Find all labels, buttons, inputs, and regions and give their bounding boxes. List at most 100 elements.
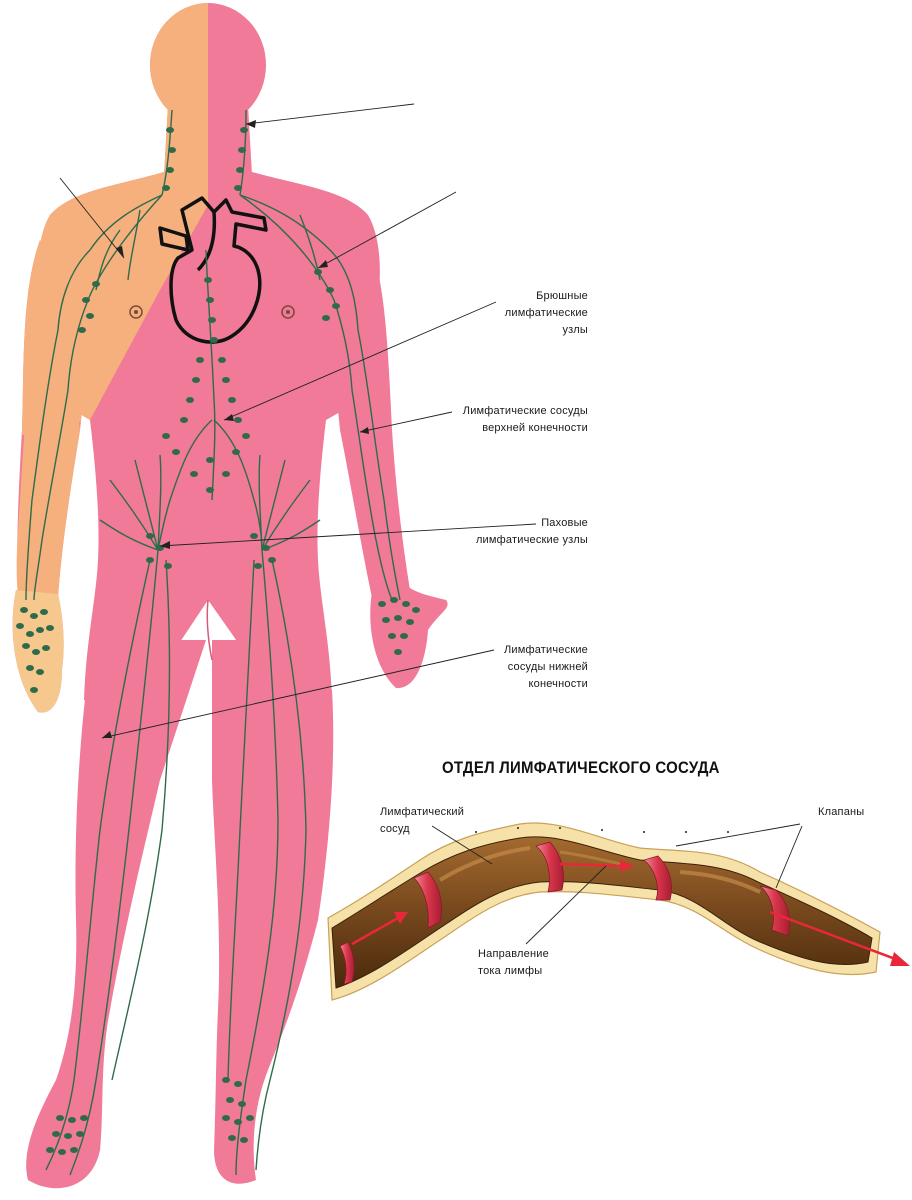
heart-outline <box>158 196 268 344</box>
lymph-vessel <box>69 549 159 1176</box>
lymph-node <box>222 1115 230 1121</box>
leader-arrowheads <box>102 120 369 738</box>
lymph-node <box>36 669 44 675</box>
lymph-node <box>46 1147 54 1153</box>
lymph-node <box>82 297 90 303</box>
lymph-node <box>236 167 244 173</box>
lymph-node <box>22 643 30 649</box>
lymph-node <box>394 615 402 621</box>
lymph-node <box>226 1097 234 1103</box>
lymph-node <box>222 1077 230 1083</box>
lymph-vessel <box>329 249 359 331</box>
lymph-vessel <box>127 209 141 281</box>
lymph-vessel <box>239 194 331 251</box>
lymph-node <box>332 303 340 309</box>
lymph-node <box>322 315 330 321</box>
lymph-node <box>92 281 100 287</box>
leader-lines <box>59 103 537 739</box>
lymph-vessel <box>57 249 91 331</box>
lymph-node <box>242 433 250 439</box>
lymph-node <box>80 1115 88 1121</box>
lymph-vessel <box>261 479 311 551</box>
lymph-node <box>208 317 216 323</box>
lymph-vessel <box>157 454 162 551</box>
lymph-node <box>240 1137 248 1143</box>
lymph-vessel <box>25 329 59 601</box>
lymph-node <box>186 397 194 403</box>
label-inguinal-lymph-nodes: Паховые лимфатические узлы <box>475 517 588 546</box>
lymph-node <box>162 185 170 191</box>
lymph-vessel <box>227 559 255 1081</box>
lymph-vessel <box>261 459 286 551</box>
label-abdominal-lymph-nodes: Брюшные лимфатические узлы <box>504 290 588 336</box>
lymph-node <box>26 665 34 671</box>
lymph-vessel <box>89 194 163 251</box>
lymph-node <box>16 623 24 629</box>
lymph-node <box>168 147 176 153</box>
lymph-node <box>196 357 204 363</box>
lymph-node <box>78 327 86 333</box>
lymph-node <box>234 1119 242 1125</box>
lymph-node <box>388 633 396 639</box>
lymph-node <box>382 617 390 623</box>
lymph-node <box>406 619 414 625</box>
lymph-vessel <box>258 454 263 551</box>
lymph-node <box>326 287 334 293</box>
label-lower-limb-lymph-vessels: Лимфатические сосуды нижней конечности <box>503 644 588 690</box>
lymph-vessel <box>333 299 353 391</box>
lymph-node <box>30 613 38 619</box>
lymph-node <box>20 607 28 613</box>
lymph-node <box>58 1149 66 1155</box>
lymph-node <box>166 127 174 133</box>
lymph-node <box>238 1101 246 1107</box>
lymph-vessel <box>33 389 69 601</box>
lymph-vessel <box>109 479 159 551</box>
lymph-node <box>36 627 44 633</box>
lymph-node <box>172 449 180 455</box>
lymph-node <box>228 1135 236 1141</box>
lymph-node <box>234 1081 242 1087</box>
lymph-node <box>32 649 40 655</box>
lymph-node <box>162 433 170 439</box>
lymph-node <box>146 533 154 539</box>
lymph-vessel <box>205 249 216 501</box>
lymph-node <box>218 357 226 363</box>
lymph-node <box>180 417 188 423</box>
lymph-node <box>164 563 172 569</box>
lymph-node <box>402 601 410 607</box>
lymphatic-network <box>25 109 401 1176</box>
lymph-node <box>190 471 198 477</box>
lymph-node <box>204 277 212 283</box>
lymph-node <box>268 557 276 563</box>
lymph-vessel <box>255 559 307 1171</box>
lymph-node <box>254 563 262 569</box>
lymph-node <box>240 127 248 133</box>
lymph-node <box>378 601 386 607</box>
lymph-node <box>234 417 242 423</box>
lymph-node <box>210 337 218 343</box>
vessel-section-illustration <box>327 822 910 1001</box>
section-title: ОТДЕЛ ЛИМФАТИЧЕСКОГО СОСУДА <box>442 758 720 777</box>
label-lymph-flow-direction: Направление тока лимфы <box>478 948 549 977</box>
lymph-node <box>262 545 270 551</box>
lymph-vessel <box>67 299 89 391</box>
lymph-node <box>390 597 398 603</box>
lymph-node <box>26 631 34 637</box>
lymph-node <box>64 1133 72 1139</box>
lymph-node <box>70 1147 78 1153</box>
lymph-node <box>146 557 154 563</box>
lymph-node <box>40 609 48 615</box>
lymph-node <box>400 633 408 639</box>
lymph-node <box>42 645 50 651</box>
lymph-node <box>56 1115 64 1121</box>
lymph-node <box>234 185 242 191</box>
lymph-node <box>246 1115 254 1121</box>
lymph-vessel <box>45 559 151 1171</box>
lymph-vessel <box>351 389 393 601</box>
lymph-node <box>238 147 246 153</box>
lymph-node <box>86 313 94 319</box>
label-upper-limb-lymph-vessels: Лимфатические сосуды верхней конечности <box>462 405 588 434</box>
label-valves: Клапаны <box>818 806 865 818</box>
lymph-node <box>68 1117 76 1123</box>
